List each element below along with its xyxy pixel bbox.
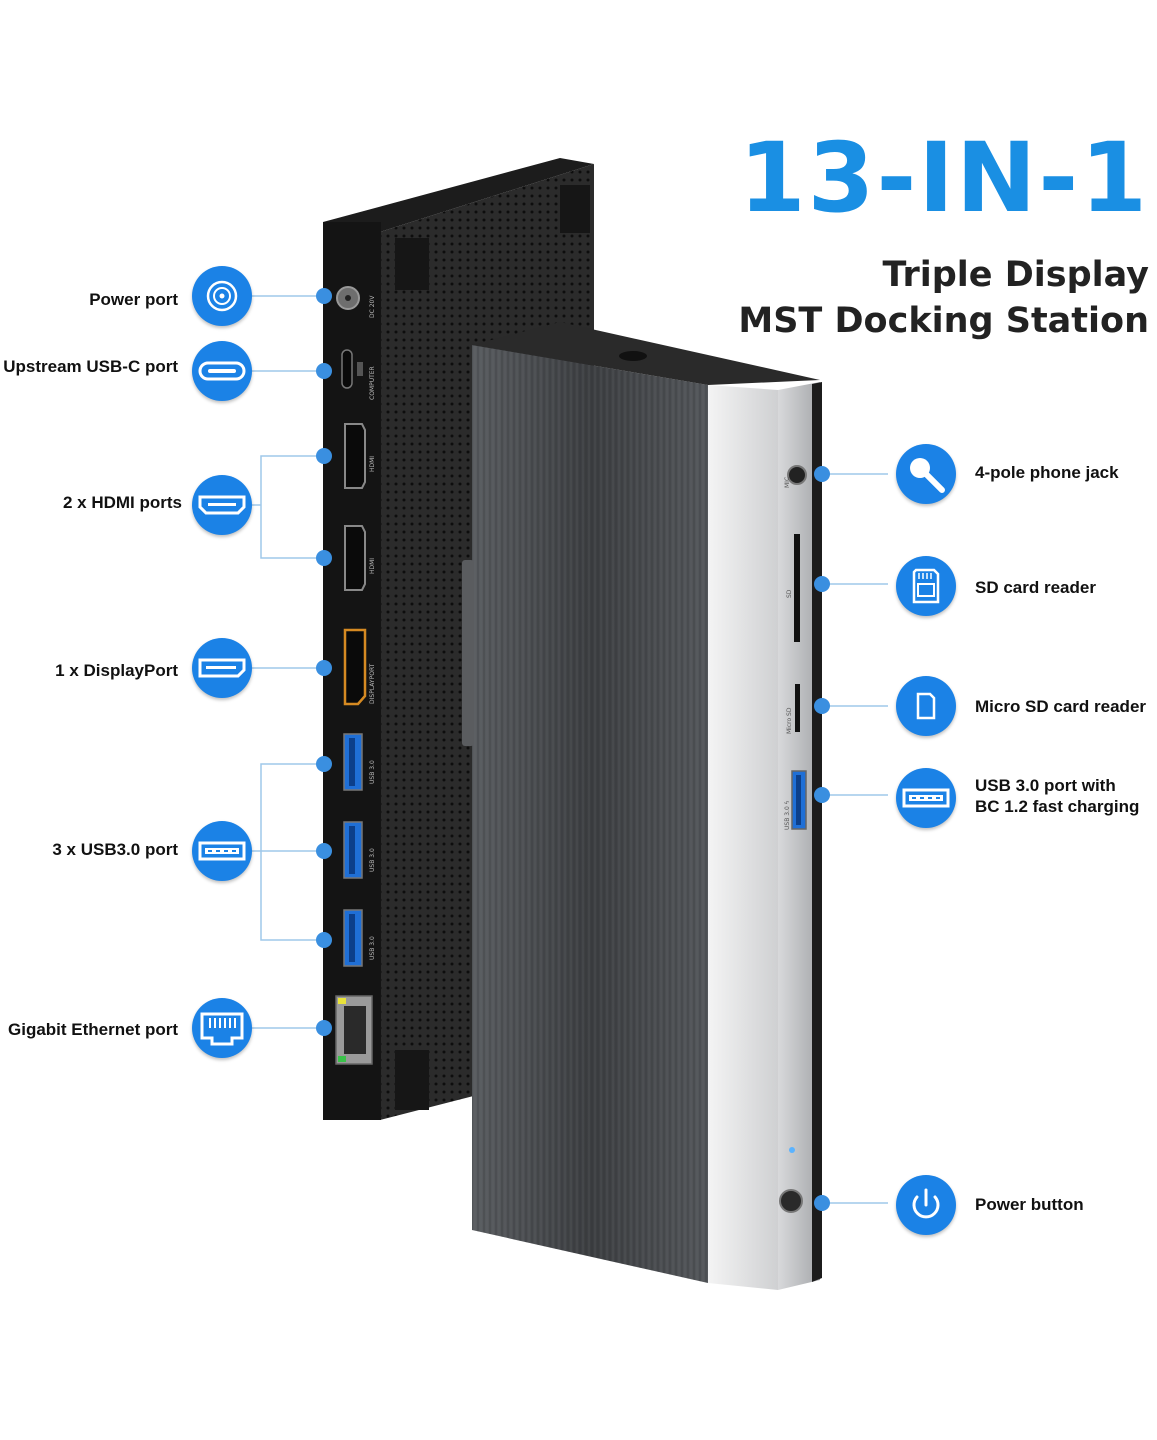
label-usb-charge-line-1: USB 3.0 port with (975, 776, 1116, 795)
usb-charge-icon (896, 768, 956, 828)
label-microsd-reader: Micro SD card reader (975, 697, 1147, 716)
usb-marking-2: USB 3.0 (369, 848, 376, 872)
usb-c-slot (341, 349, 353, 389)
label-usb3-ports: 3 x USB3.0 port (52, 840, 178, 859)
ethernet-icon (192, 998, 252, 1058)
micro-sd-icon (896, 676, 956, 736)
power-button-icon (896, 1175, 956, 1235)
power-led (789, 1147, 795, 1153)
usb-charge-marking: USB 3.0 ϟ (784, 800, 791, 830)
mic-marking: MIC (784, 477, 791, 488)
connector-dots (316, 288, 830, 1211)
computer-marking: COMPUTER (369, 366, 376, 400)
label-phone-jack: 4-pole phone jack (975, 463, 1119, 482)
label-power-port: Power port (89, 290, 178, 309)
usb-c-icon (192, 341, 252, 401)
micro-sd-slot (795, 684, 800, 732)
dc-marking: DC 20V (369, 295, 376, 318)
label-displayport: 1 x DisplayPort (55, 661, 178, 680)
microsd-marking: Micro SD (786, 707, 793, 734)
label-upstream-usb-c: Upstream USB-C port (3, 357, 178, 376)
usb-marking-3: USB 3.0 (369, 936, 376, 960)
subtitle-line-2: MST Docking Station (738, 301, 1149, 341)
hdmi-marking-2: HDMI (369, 558, 376, 574)
rear-unit-top (323, 158, 594, 232)
power-jack-icon (192, 266, 252, 326)
front-unit-top (472, 322, 820, 385)
usb-a-icon (192, 821, 252, 881)
subtitle-line-1: Triple Display (882, 255, 1149, 295)
sd-card-icon (896, 556, 956, 616)
right-connector-lines (829, 473, 888, 1204)
front-unit-white-strip (708, 385, 778, 1290)
displayport-marking: DISPLAYPORT (369, 663, 376, 704)
sd-marking: SD (786, 589, 793, 598)
displayport-slot (343, 628, 367, 706)
hdmi-icon (192, 475, 252, 535)
usb-marking-1: USB 3.0 (369, 760, 376, 784)
hdmi-slot-1 (344, 423, 366, 489)
hdmi-slot-2 (344, 525, 366, 591)
displayport-icon (192, 638, 252, 698)
hdmi-marking-1: HDMI (369, 456, 376, 472)
label-ethernet: Gigabit Ethernet port (8, 1020, 178, 1039)
label-usb-charge-line-2: BC 1.2 fast charging (975, 797, 1140, 816)
label-sd-reader: SD card reader (975, 578, 1096, 597)
front-unit-port-edge (778, 382, 820, 1290)
label-power-button: Power button (975, 1195, 1084, 1214)
power-button-physical (779, 1189, 803, 1213)
left-connector-lines (252, 295, 316, 1029)
mic-jack (787, 465, 807, 485)
headline: 13-IN-1 (738, 122, 1149, 234)
microphone-icon (896, 444, 956, 504)
label-hdmi-ports: 2 x HDMI ports (62, 493, 182, 512)
sd-slot (794, 534, 800, 642)
